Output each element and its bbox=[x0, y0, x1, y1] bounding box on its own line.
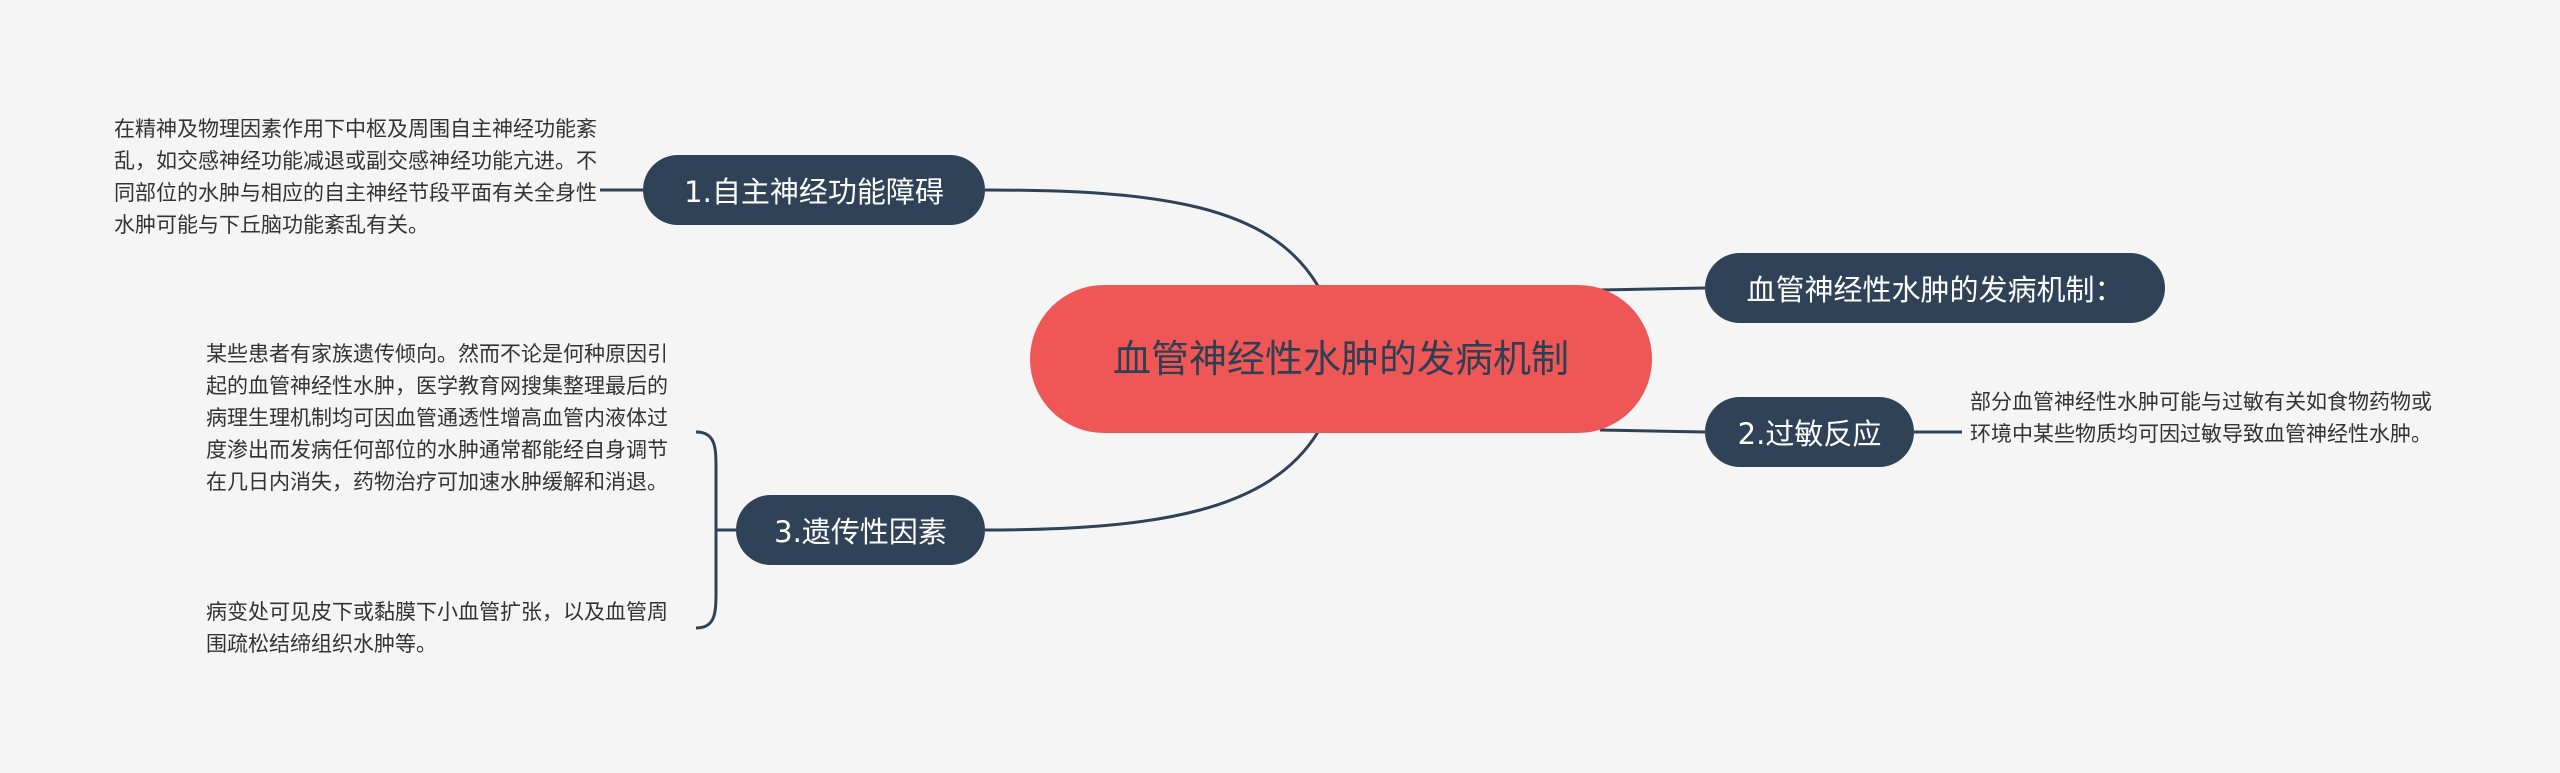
note-allergy-text: 部分血管神经性水肿可能与过敏有关如食物药物或环境中某些物质均可因过敏导致血管神经… bbox=[1970, 390, 2432, 446]
note-genetic-2-text: 病变处可见皮下或黏膜下小血管扩张，以及血管周围疏松结缔组织水肿等。 bbox=[206, 600, 668, 656]
connector-autonomic bbox=[984, 188, 1320, 287]
note-allergy[interactable]: 部分血管神经性水肿可能与过敏有关如食物药物或环境中某些物质均可因过敏导致血管神经… bbox=[1970, 386, 2450, 450]
connector-mechanism bbox=[1599, 286, 1706, 292]
topic-allergy-label: 2.过敏反应 bbox=[1737, 417, 1882, 451]
topic-allergy[interactable]: 2.过敏反应 bbox=[1705, 397, 1914, 467]
central-topic-label: 血管神经性水肿的发病机制 bbox=[1112, 337, 1569, 381]
topic-autonomic[interactable]: 1.自主神经功能障碍 bbox=[643, 155, 985, 225]
topic-mechanism-label: 血管神经性水肿的发病机制： bbox=[1746, 273, 2124, 307]
topic-mechanism[interactable]: 血管神经性水肿的发病机制： bbox=[1705, 253, 2165, 323]
connector-genetic bbox=[984, 431, 1320, 532]
note-autonomic-text: 在精神及物理因素作用下中枢及周围自主神经功能紊乱，如交感神经功能减退或副交感神经… bbox=[114, 117, 597, 237]
note-autonomic[interactable]: 在精神及物理因素作用下中枢及周围自主神经功能紊乱，如交感神经功能减退或副交感神经… bbox=[114, 113, 600, 241]
bracket-genetic bbox=[695, 430, 718, 630]
note-genetic-2[interactable]: 病变处可见皮下或黏膜下小血管扩张，以及血管周围疏松结缔组织水肿等。 bbox=[206, 596, 686, 660]
connector-allergy bbox=[1599, 428, 1706, 434]
central-topic[interactable]: 血管神经性水肿的发病机制 bbox=[1030, 285, 1652, 433]
topic-genetic[interactable]: 3.遗传性因素 bbox=[736, 495, 985, 565]
topic-autonomic-label: 1.自主神经功能障碍 bbox=[684, 175, 944, 209]
note-genetic-1-text: 某些患者有家族遗传倾向。然而不论是何种原因引起的血管神经性水肿，医学教育网搜集整… bbox=[206, 342, 668, 494]
note-genetic-1[interactable]: 某些患者有家族遗传倾向。然而不论是何种原因引起的血管神经性水肿，医学教育网搜集整… bbox=[206, 338, 686, 498]
topic-genetic-label: 3.遗传性因素 bbox=[774, 515, 947, 549]
